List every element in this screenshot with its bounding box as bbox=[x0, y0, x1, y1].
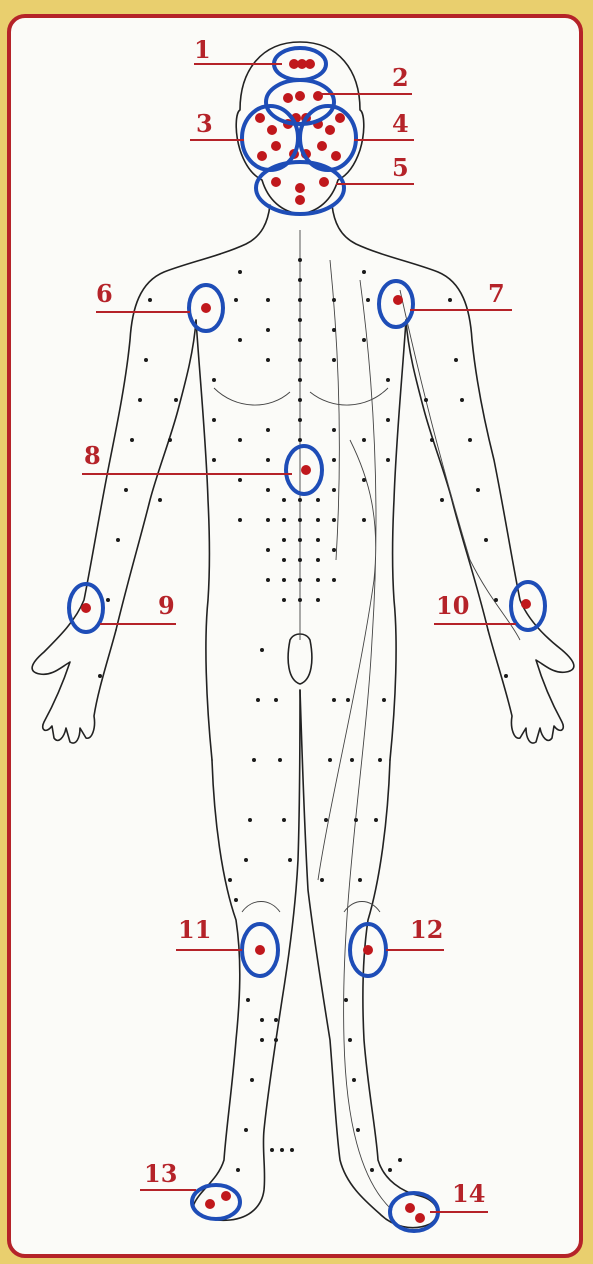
torso-left-outline bbox=[332, 205, 574, 743]
label-14: 14 bbox=[452, 1179, 485, 1208]
torso-side-right bbox=[196, 320, 212, 760]
label-9: 9 bbox=[158, 591, 175, 620]
chest-lines bbox=[214, 388, 388, 405]
ring-13 bbox=[192, 1185, 240, 1219]
label-6: 6 bbox=[96, 279, 113, 308]
label-10: 10 bbox=[436, 591, 469, 620]
knee-right-lines bbox=[242, 902, 280, 913]
highlight-rings bbox=[69, 48, 545, 1231]
label-7: 7 bbox=[488, 279, 505, 308]
knee-left-lines bbox=[344, 902, 380, 913]
acupoint-dots bbox=[98, 258, 508, 1172]
body-outline bbox=[32, 42, 574, 1228]
label-1: 1 bbox=[194, 35, 211, 64]
groin-outline bbox=[288, 634, 312, 684]
leg-left bbox=[300, 690, 437, 1228]
label-13: 13 bbox=[144, 1159, 177, 1188]
ring-3 bbox=[242, 106, 298, 170]
marker-points bbox=[81, 59, 531, 1223]
meridian-lines bbox=[300, 230, 520, 1210]
leg-right bbox=[194, 690, 300, 1220]
callout-labels: 1 2 3 4 5 6 7 8 9 10 11 12 13 14 bbox=[84, 35, 505, 1208]
leader-lines bbox=[82, 64, 516, 1212]
label-11: 11 bbox=[178, 915, 211, 944]
label-8: 8 bbox=[84, 441, 101, 470]
label-5: 5 bbox=[392, 153, 409, 182]
torso-side-left bbox=[390, 320, 406, 760]
label-12: 12 bbox=[410, 915, 443, 944]
label-4: 4 bbox=[392, 109, 409, 138]
label-2: 2 bbox=[392, 63, 409, 92]
label-3: 3 bbox=[196, 109, 213, 138]
